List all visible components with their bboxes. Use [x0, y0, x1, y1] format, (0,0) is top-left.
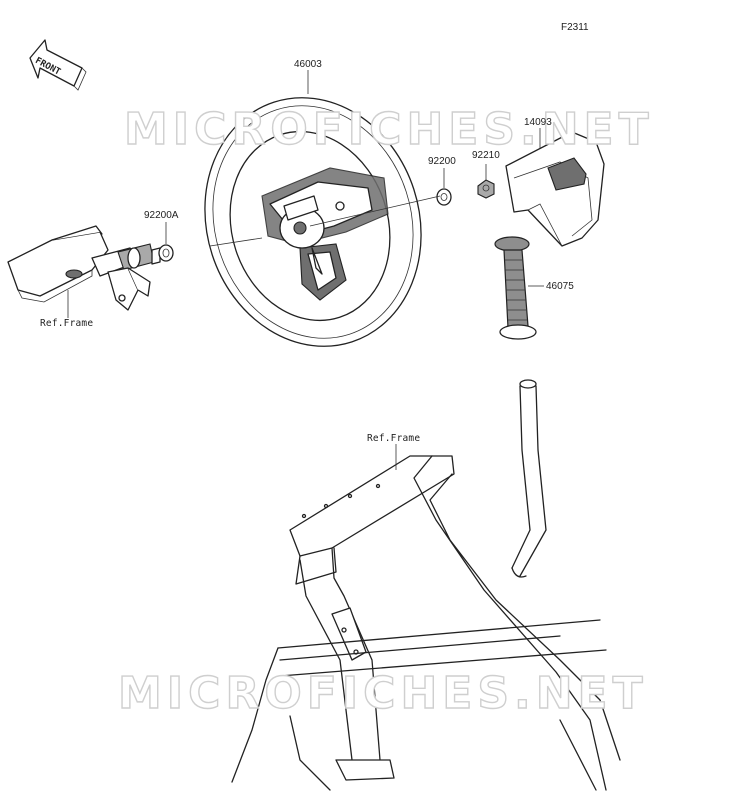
washer-92200	[436, 188, 452, 206]
part-label-92210[interactable]: 92210	[472, 150, 500, 161]
part-label-92200[interactable]: 92200	[428, 156, 456, 167]
leader-lines	[67, 70, 544, 470]
steering-wheel	[204, 97, 422, 347]
ref-frame-bottom[interactable]: Ref.Frame	[367, 433, 421, 444]
washer-92200a	[158, 244, 174, 262]
ref-frame-left[interactable]: Ref.Frame	[40, 318, 94, 329]
steering-column-bracket	[7, 225, 161, 311]
watermark-top: MICROFICHES.NET	[123, 103, 654, 155]
watermark-bottom: MICROFICHES.NET	[117, 667, 648, 719]
steering-shaft	[511, 379, 547, 578]
frame-assembly	[231, 455, 621, 791]
nut-92210	[477, 179, 495, 199]
horn-cover-14093	[505, 131, 605, 247]
part-label-14093[interactable]: 14093	[524, 117, 552, 128]
grip-46075	[494, 236, 537, 340]
part-label-46075[interactable]: 46075	[546, 281, 574, 292]
figure-code: F2311	[561, 22, 589, 33]
part-label-92200a[interactable]: 92200A	[144, 210, 179, 221]
front-arrow-icon	[29, 39, 87, 91]
part-label-46003[interactable]: 46003	[294, 59, 322, 70]
